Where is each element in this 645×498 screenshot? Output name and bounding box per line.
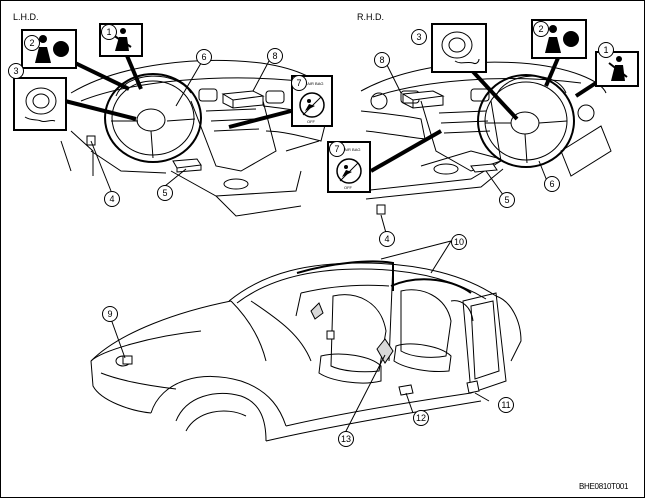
callout-lhd-6: 6 [196, 49, 212, 65]
callout-rhd-8: 8 [374, 52, 390, 68]
callout-rhd-2: 2 [533, 21, 549, 37]
callout-lhd-8: 8 [267, 48, 283, 64]
callout-lhd-5: 5 [157, 185, 173, 201]
callout-lhd-3: 3 [8, 63, 24, 79]
callout-rhd-5: 5 [499, 192, 515, 208]
passenger-off-label-rhd: OFF [344, 185, 352, 190]
callout-car-11: 11 [498, 397, 514, 413]
car-body [90, 260, 522, 442]
car-leaders [110, 240, 490, 434]
callout-car-10: 10 [451, 234, 467, 250]
passenger-off-label-lhd: OFF [307, 119, 315, 124]
lhd-header: L.H.D. [13, 12, 39, 22]
figure-code: BHE0810T001 [579, 482, 629, 491]
callout-rhd-7: 7 [329, 141, 345, 157]
rhd-leaders [370, 50, 601, 234]
passenger-label-lhd: PASS AIR BAG [296, 81, 324, 86]
passenger-label-rhd: PASS AIR BAG [333, 147, 361, 152]
callout-rhd-6: 6 [544, 176, 560, 192]
callout-car-9: 9 [102, 306, 118, 322]
callout-car-12: 12 [413, 410, 429, 426]
callout-rhd-3: 3 [411, 29, 427, 45]
lhd-leaders [64, 50, 292, 192]
callout-lhd-2: 2 [24, 35, 40, 51]
clock-spring-icon [431, 23, 487, 73]
callout-car-13: 13 [338, 431, 354, 447]
callout-lhd-1: 1 [101, 24, 117, 40]
rhd-header: R.H.D. [357, 12, 384, 22]
rhd-dashboard [360, 61, 612, 215]
callout-lhd-4: 4 [104, 191, 120, 207]
car-sensors [122, 302, 480, 396]
clock-spring-icon [13, 77, 67, 131]
lhd-dashboard [60, 60, 327, 217]
callout-rhd-1: 1 [598, 42, 614, 58]
callout-rhd-4: 4 [379, 231, 395, 247]
callout-lhd-7: 7 [291, 75, 307, 91]
